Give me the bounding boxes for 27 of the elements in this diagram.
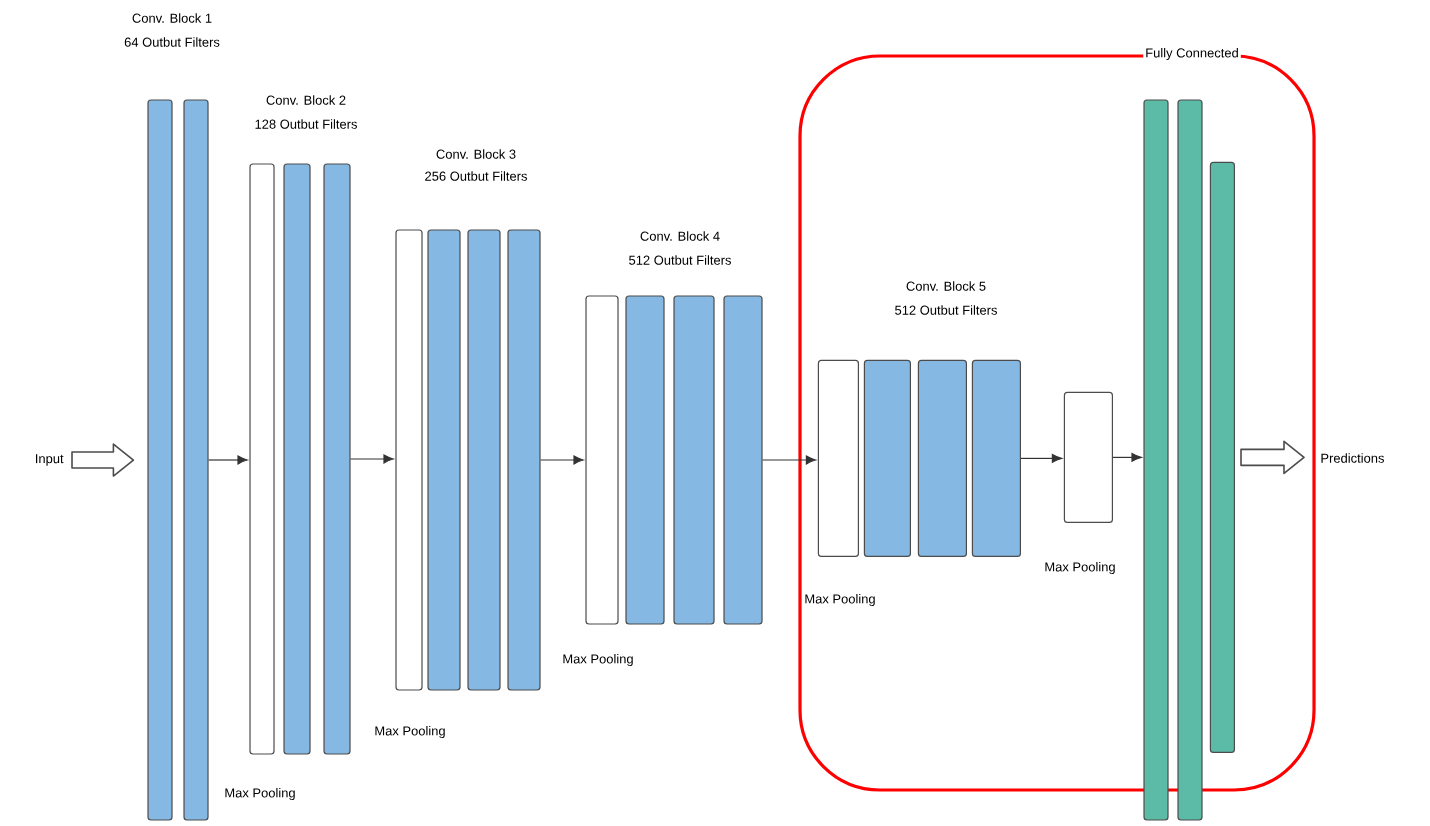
layer-bar xyxy=(467,229,501,691)
layer-bar xyxy=(723,295,763,625)
layer-bar xyxy=(427,229,461,691)
arrow xyxy=(1112,452,1142,462)
layer-bar xyxy=(817,359,859,557)
layer-bar xyxy=(863,359,911,557)
layer-bar xyxy=(625,295,665,625)
arrow xyxy=(1020,453,1063,463)
arrow xyxy=(350,454,394,464)
block-arrow xyxy=(1240,440,1305,475)
layer-bar xyxy=(323,163,351,755)
arrow xyxy=(762,455,817,465)
layer-bar xyxy=(183,99,209,821)
layer-bar xyxy=(971,359,1021,557)
layer-bar xyxy=(673,295,715,625)
layer-bar xyxy=(1209,161,1235,753)
layer-bar xyxy=(585,295,619,625)
layer-bar xyxy=(917,359,967,557)
layer-bar xyxy=(249,163,275,755)
arrow xyxy=(208,455,248,465)
block-arrow xyxy=(71,443,135,477)
arrow xyxy=(540,455,584,465)
layer-bar xyxy=(1063,391,1113,523)
layer-bar xyxy=(147,99,173,821)
layer-bar xyxy=(283,163,311,755)
layer-bar xyxy=(507,229,541,691)
layer-bar xyxy=(395,229,423,691)
